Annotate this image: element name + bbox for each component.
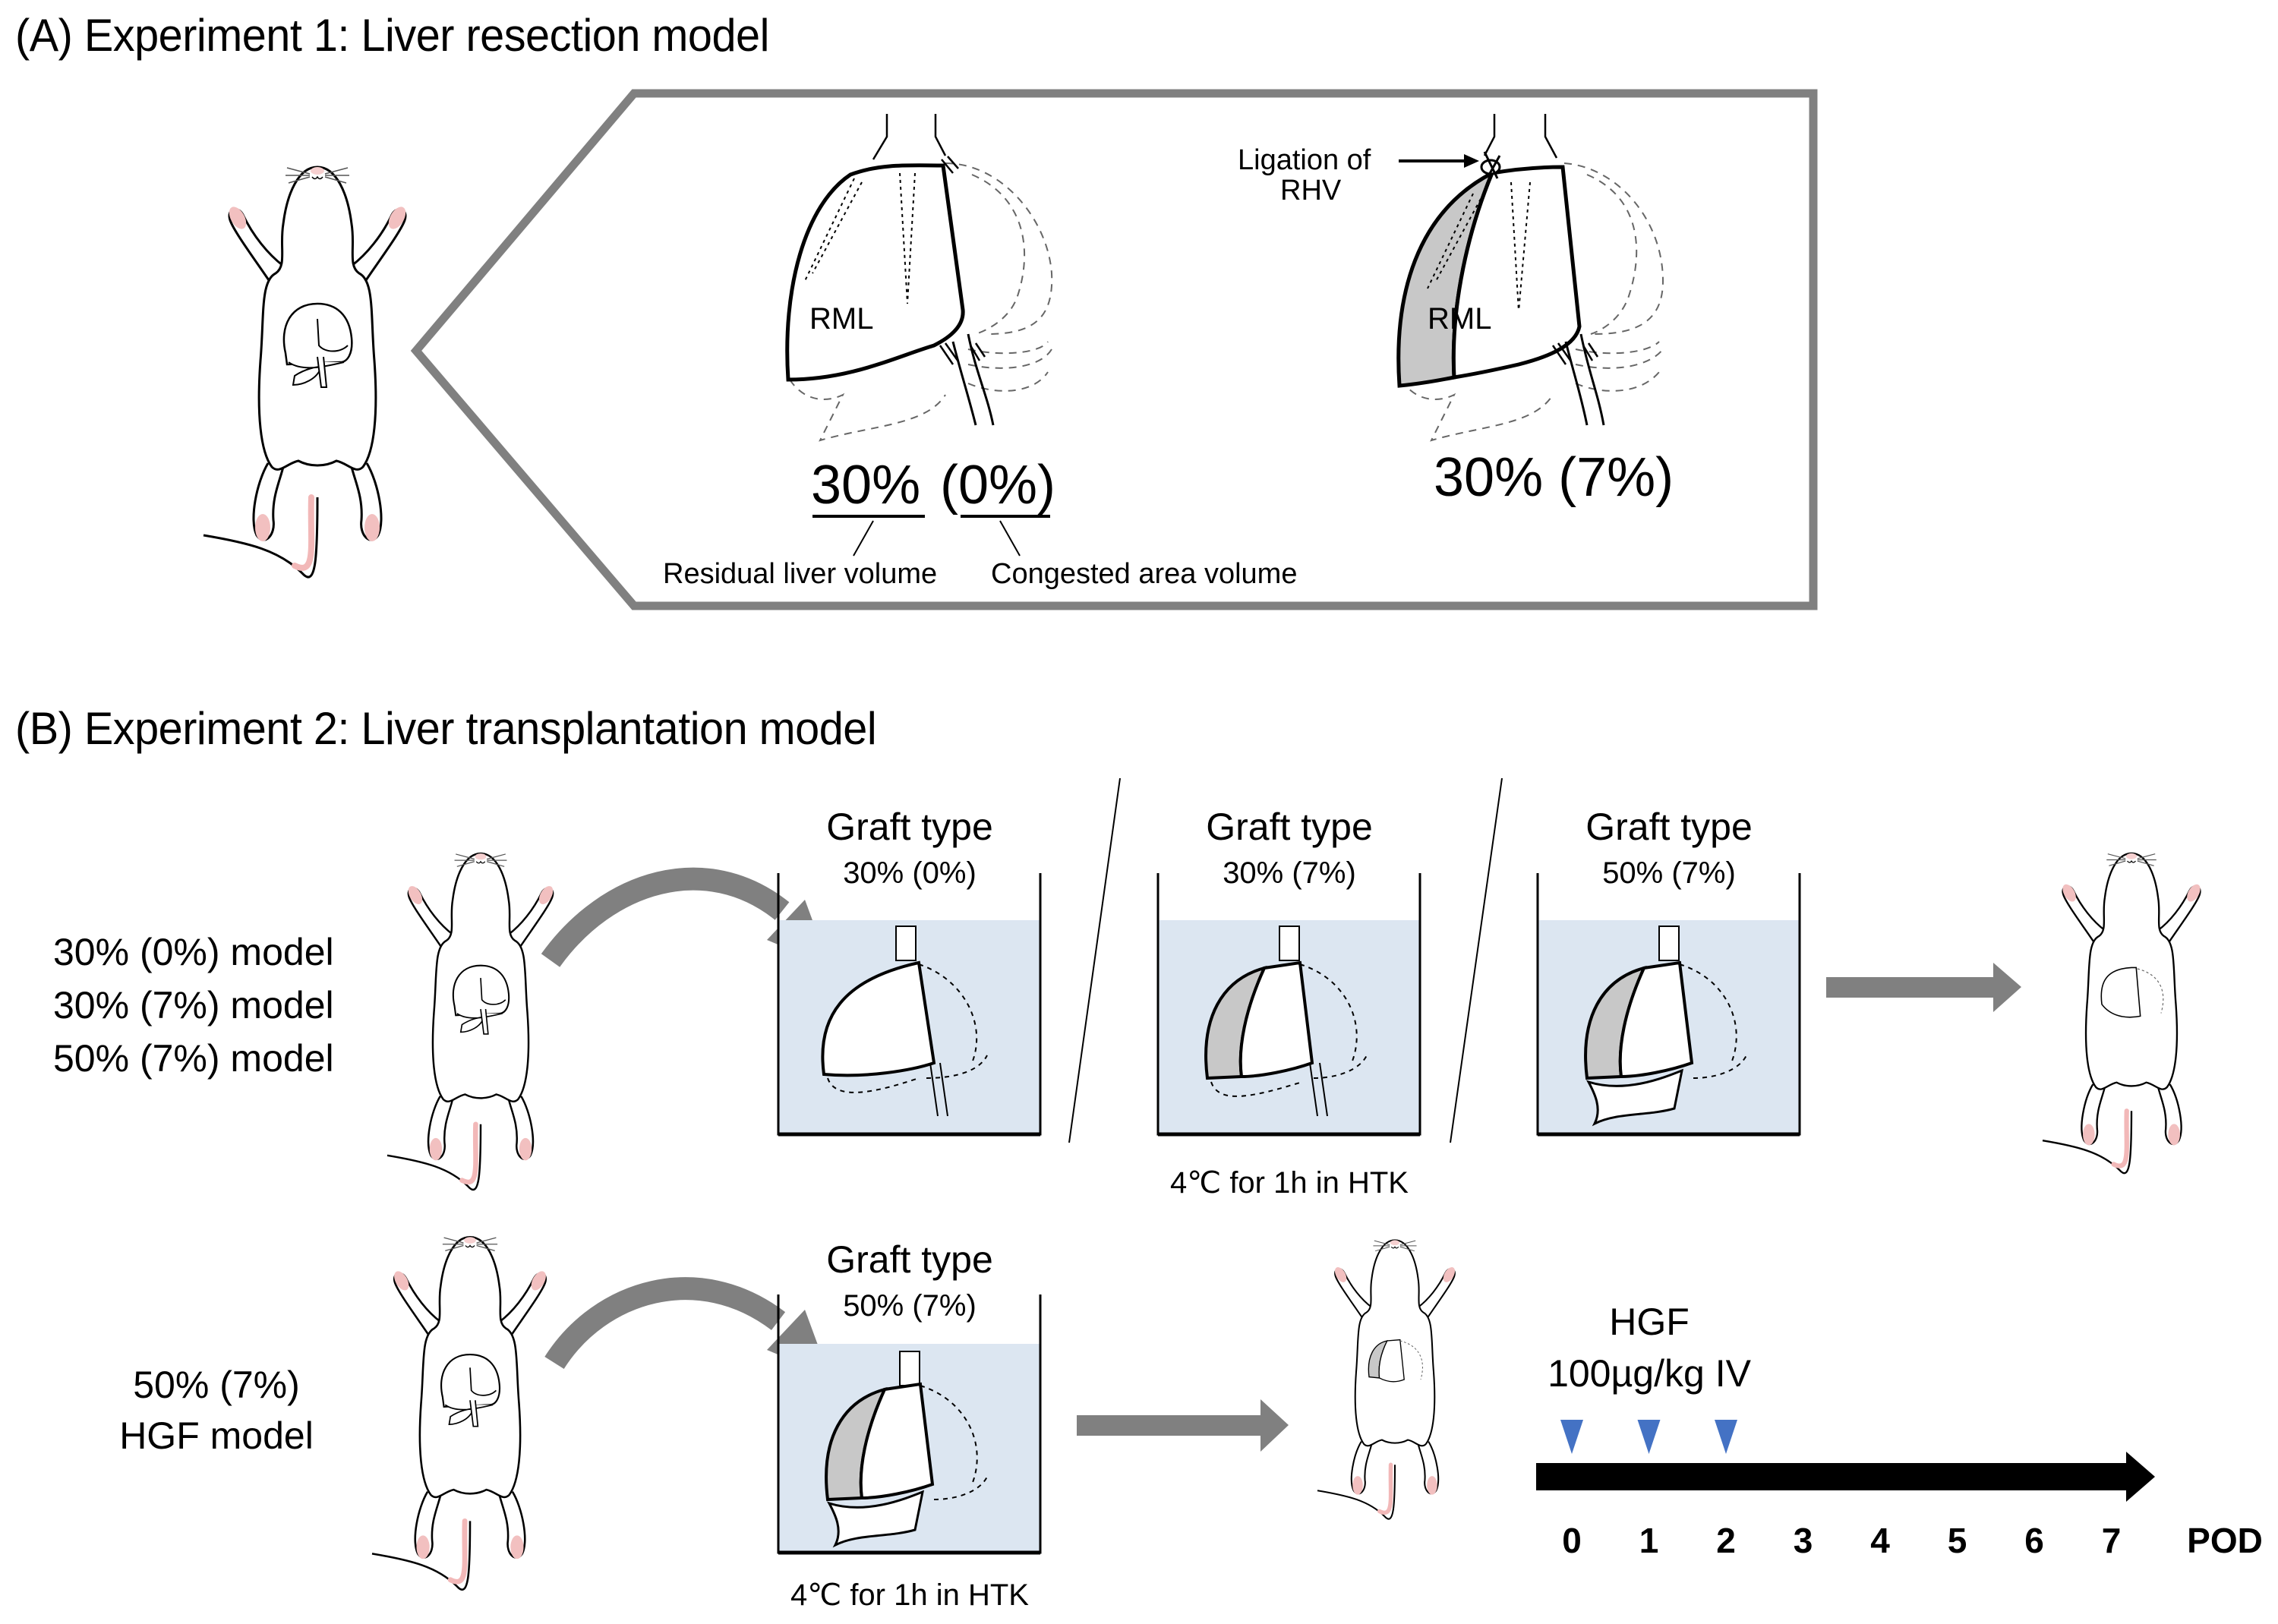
- residual-volume-caption: Residual liver volume: [663, 558, 938, 590]
- hgf-dose-marker-day-1: [1637, 1420, 1661, 1454]
- hgf-dose-marker-day-0: [1560, 1420, 1583, 1454]
- hgf-model-label-line2: HGF model: [119, 1414, 314, 1457]
- model-label-1: 30% (0%) model: [53, 931, 334, 973]
- separator-slash-2: [1450, 777, 1503, 1143]
- graft-value-1: 30% (0%): [843, 856, 977, 890]
- curved-arrow-row2: [544, 1277, 786, 1370]
- curved-arrow-row1: [541, 867, 790, 967]
- graft-value-3: 50% (7%): [1602, 856, 1736, 890]
- graft-liver-30-0: [821, 926, 988, 1117]
- donor-mouse-row2: [372, 1237, 549, 1589]
- model-label-2: 30% (7%) model: [53, 984, 334, 1026]
- graft-liver-row2-50-7: [825, 1351, 988, 1548]
- graft-liver-50-7: [1584, 926, 1747, 1127]
- mouse-illustration-a: [204, 167, 409, 577]
- graft-value-row2: 50% (7%): [843, 1289, 977, 1323]
- congested-graft-value: 30% (7%): [1434, 447, 1674, 508]
- timeline-tick-6: 6: [2024, 1521, 2044, 1560]
- recipient-mouse-row2: [1317, 1240, 1457, 1518]
- treatment-label: HGF: [1609, 1301, 1690, 1343]
- graft-heading-2: Graft type: [1206, 806, 1373, 848]
- model-label-3: 50% (7%) model: [53, 1037, 334, 1080]
- hgf-dose-marker-day-2: [1715, 1420, 1737, 1454]
- congested-volume-caption: Congested area volume: [991, 558, 1298, 590]
- graft-heading-1: Graft type: [826, 806, 993, 848]
- arrow-row2-shaft: [1077, 1415, 1263, 1436]
- zoom-chevron-frame: [410, 89, 1818, 610]
- storage-note-row2: 4℃ for 1h in HTK: [790, 1578, 1029, 1612]
- dose-markers: [1560, 1420, 1737, 1454]
- timeline-tick-0: 0: [1562, 1521, 1582, 1560]
- hgf-model-label-line1: 50% (7%): [133, 1364, 300, 1406]
- storage-note-row1: 4℃ for 1h in HTK: [1170, 1166, 1409, 1200]
- timeline-tick-2: 2: [1716, 1521, 1736, 1560]
- rml-label-right: RML: [1428, 302, 1492, 336]
- timeline-tick-1: 1: [1639, 1521, 1659, 1560]
- treatment-dose: 100µg/kg IV: [1548, 1352, 1751, 1395]
- panel-a-title: (A) Experiment 1: Liver resection model: [15, 10, 769, 61]
- donor-mouse-row1: [387, 853, 556, 1190]
- timeline-arrowhead: [2126, 1452, 2155, 1502]
- graft-heading-row2: Graft type: [826, 1238, 993, 1281]
- timeline-unit-label: POD: [2187, 1521, 2263, 1560]
- arrow-row1-shaft: [1826, 977, 1997, 998]
- graft-heading-3: Graft type: [1585, 806, 1753, 848]
- timeline-tick-7: 7: [2101, 1521, 2122, 1560]
- graft-liver-30-7: [1204, 926, 1368, 1117]
- timeline-arrow-shaft: [1536, 1463, 2128, 1490]
- ligation-label-line1: Ligation of: [1238, 144, 1371, 176]
- ligation-label-line2: RHV: [1280, 175, 1342, 207]
- timeline-tick-4: 4: [1870, 1521, 1890, 1560]
- rml-label-left: RML: [809, 302, 874, 336]
- timeline-tick-3: 3: [1793, 1521, 1813, 1560]
- liver-diagram-congestion: [1396, 114, 1664, 442]
- separator-slash-1: [1068, 777, 1121, 1143]
- panel-b-title: (B) Experiment 2: Liver transplantation …: [15, 703, 877, 754]
- recipient-mouse-row1: [2043, 853, 2203, 1173]
- congested-volume-value: (0%): [940, 455, 1056, 516]
- graft-value-2: 30% (7%): [1223, 856, 1356, 890]
- liver-diagram-no-congestion: [785, 114, 1053, 442]
- residual-volume-value: 30%: [811, 455, 921, 516]
- timeline-tick-5: 5: [1947, 1521, 1967, 1560]
- timeline: [1536, 1452, 2155, 1502]
